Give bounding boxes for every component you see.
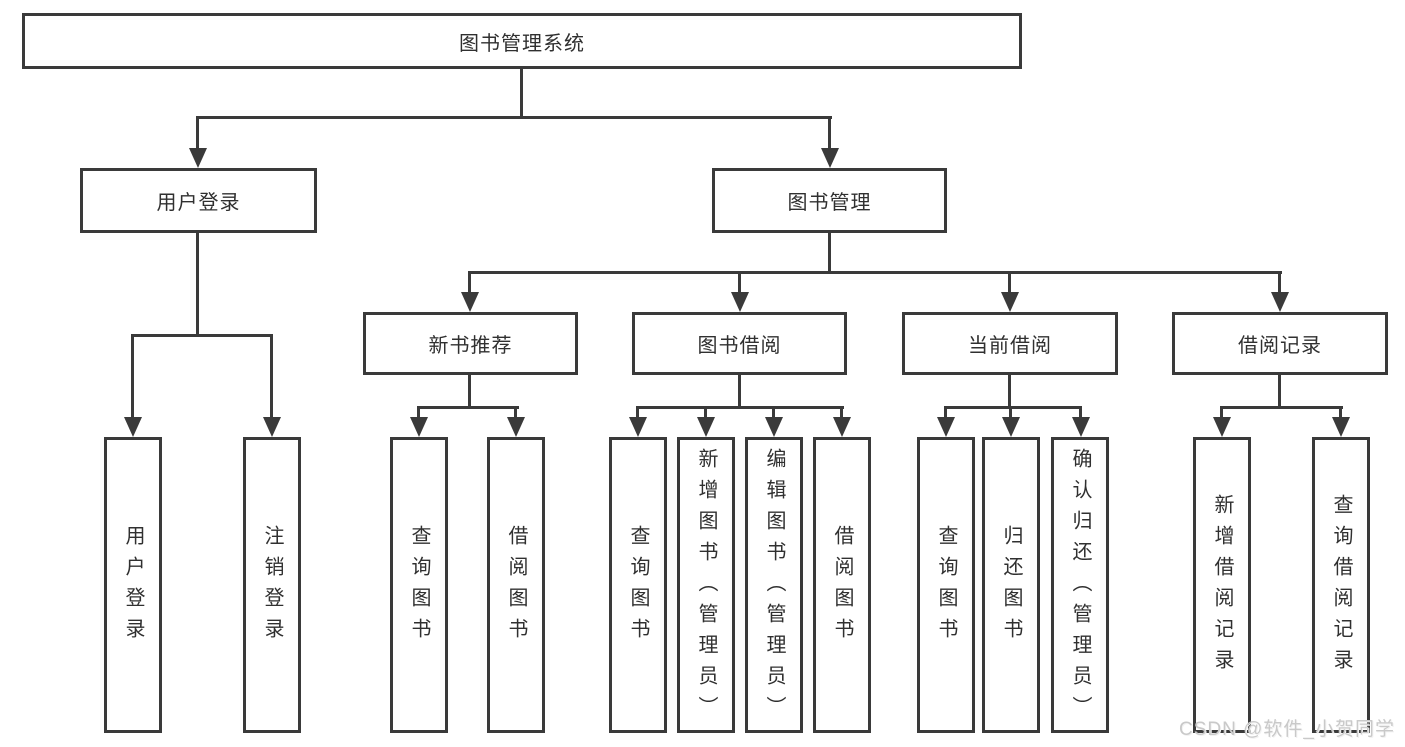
connector-vline [417,406,420,419]
connector-vline [772,406,775,419]
connector-vline [840,406,843,419]
connector-vline [1079,406,1082,419]
arrow-down-icon [263,417,281,437]
arrow-down-icon [1002,417,1020,437]
node-borrow-book-borrowing: 借阅图书 [813,437,871,733]
connector-hline [1220,406,1343,409]
connector-vline [738,271,741,294]
node-borrow-book-recommend: 借阅图书 [487,437,545,733]
connector-vline [520,67,523,119]
arrow-down-icon [124,417,142,437]
arrow-down-icon [731,292,749,312]
node-new-book-recommend: 新书推荐 [363,312,578,375]
arrow-down-icon [507,417,525,437]
connector-vline [1009,406,1012,419]
arrow-down-icon [1213,417,1231,437]
node-library-system: 图书管理系统 [22,13,1022,69]
connector-hline [944,406,1082,409]
connector-vline [468,373,471,409]
connector-vline [1278,271,1281,294]
arrow-down-icon [410,417,428,437]
connector-vline [514,406,517,419]
node-book-management: 图书管理 [712,168,947,233]
node-confirm-return-admin: 确认归还（管理员） [1051,437,1109,733]
node-query-book-borrowing: 查询图书 [609,437,667,733]
arrow-down-icon [1332,417,1350,437]
arrow-down-icon [1271,292,1289,312]
connector-vline [468,271,471,294]
node-logout-leaf: 注销登录 [243,437,301,733]
node-return-book: 归还图书 [982,437,1040,733]
connector-vline [196,116,199,150]
connector-hline [196,116,832,119]
node-borrowing-records: 借阅记录 [1172,312,1388,375]
node-query-book-current: 查询图书 [917,437,975,733]
connector-vline [1220,406,1223,419]
node-query-borrow-record: 查询借阅记录 [1312,437,1370,733]
connector-vline [1008,271,1011,294]
node-add-book-admin: 新增图书（管理员） [677,437,735,733]
arrow-down-icon [937,417,955,437]
node-user-login-leaf: 用户登录 [104,437,162,733]
connector-vline [196,233,199,336]
connector-vline [1008,373,1011,409]
watermark-text: CSDN @软件_小贺同学 [1179,719,1395,740]
connector-vline [828,116,831,150]
connector-vline [944,406,947,419]
connector-vline [1278,373,1281,409]
arrow-down-icon [1072,417,1090,437]
arrow-down-icon [189,148,207,168]
arrow-down-icon [833,417,851,437]
connector-vline [828,233,831,274]
node-query-book-recommend: 查询图书 [390,437,448,733]
arrow-down-icon [697,417,715,437]
node-add-borrow-record: 新增借阅记录 [1193,437,1251,733]
connector-vline [636,406,639,419]
connector-vline [738,373,741,409]
arrow-down-icon [629,417,647,437]
arrow-down-icon [1001,292,1019,312]
connector-vline [131,334,134,419]
arrow-down-icon [461,292,479,312]
arrow-down-icon [765,417,783,437]
node-book-borrowing: 图书借阅 [632,312,847,375]
connector-hline [417,406,519,409]
arrow-down-icon [821,148,839,168]
connector-hline [636,406,844,409]
connector-hline [131,334,273,337]
node-user-login: 用户登录 [80,168,317,233]
connector-vline [270,334,273,419]
node-current-borrowing: 当前借阅 [902,312,1118,375]
connector-vline [704,406,707,419]
connector-vline [1339,406,1342,419]
node-edit-book-admin: 编辑图书（管理员） [745,437,803,733]
connector-hline [468,271,1282,274]
